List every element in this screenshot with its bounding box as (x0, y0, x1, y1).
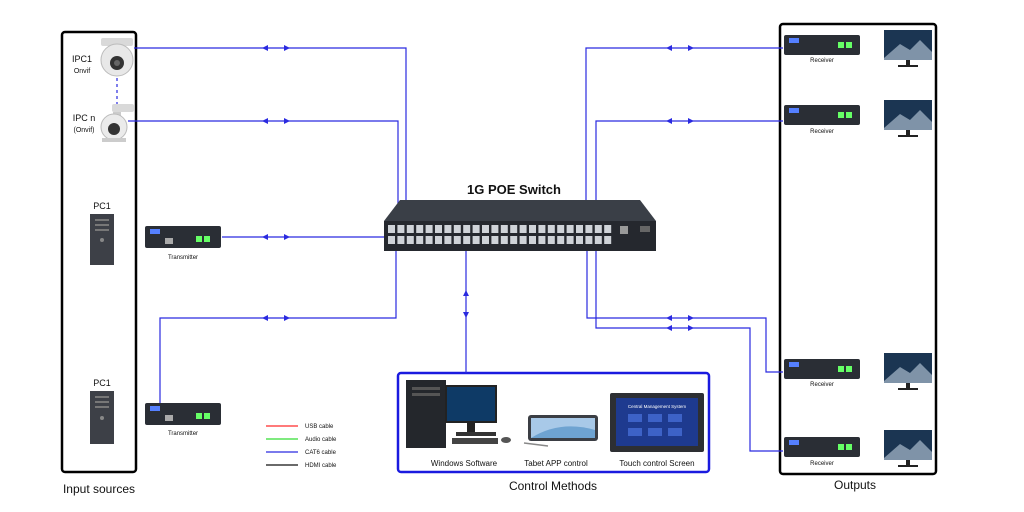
pc-top-label: PC1 (93, 201, 111, 211)
switch-port (453, 236, 461, 244)
switch-port (604, 225, 612, 233)
switch-port (416, 225, 424, 233)
switch-port (435, 236, 442, 244)
monitor-3-icon (884, 353, 932, 390)
switch-port (604, 236, 612, 244)
switch-port (463, 225, 471, 233)
switch-port (406, 236, 414, 244)
switch-port (397, 236, 405, 244)
switch-port (576, 225, 583, 233)
tablet-icon (523, 415, 598, 447)
receiver-3-icon (784, 359, 860, 379)
switch-port (510, 225, 518, 233)
touch-screen-title: Central Management System (628, 404, 687, 409)
control-methods-frame (396, 371, 711, 474)
switch-port (397, 225, 405, 233)
switch-port (585, 236, 593, 244)
switch-port (519, 225, 527, 233)
transmitter-1-label: Transmitter (168, 255, 198, 261)
cat6-wiring (116, 47, 783, 452)
wire-arrows (262, 45, 694, 331)
touch-control-label: Touch control Screen (619, 459, 694, 468)
switch-port (557, 236, 565, 244)
switch-port (435, 225, 442, 233)
switch-title: 1G POE Switch (467, 182, 561, 197)
pc-bottom-label: PC1 (93, 378, 111, 388)
switch-port (538, 236, 546, 244)
switch-port (425, 236, 433, 244)
ipcn-camera-icon (100, 104, 134, 142)
ipcn-sub: (Onvif) (74, 127, 95, 134)
switch-port (500, 225, 508, 233)
switch-port (547, 225, 555, 233)
switch-port (500, 236, 508, 244)
transmitter-1-icon (145, 226, 221, 248)
switch-port (538, 225, 546, 233)
switch-port (519, 236, 527, 244)
switch-port (566, 236, 574, 244)
switch-port (388, 236, 395, 244)
receiver-3-label: Receiver (810, 382, 834, 388)
switch-port (529, 236, 536, 244)
receiver-2-icon (784, 105, 860, 125)
switch-port (547, 236, 555, 244)
legend-label: HDMI cable (305, 463, 337, 469)
pc-top-tower-icon (90, 214, 114, 265)
switch-port (491, 225, 499, 233)
switch-port (566, 225, 574, 233)
switch-port (472, 225, 480, 233)
legend-label: Audio cable (305, 437, 337, 443)
legend-label: CAT6 cable (305, 450, 337, 456)
switch-port (444, 225, 452, 233)
switch-port (482, 225, 489, 233)
ipc1-label: IPC1 (72, 54, 92, 64)
legend-label: USB cable (305, 424, 334, 430)
receiver-1-icon (784, 35, 860, 55)
switch-port (529, 225, 536, 233)
ipc1-camera-icon (100, 38, 134, 77)
touch-screen-icon (610, 393, 704, 452)
ipc1-sub: Onvif (74, 68, 90, 75)
switch-ports (388, 225, 612, 244)
switch-port (482, 236, 489, 244)
switch-port (463, 236, 471, 244)
receiver-4-icon (784, 437, 860, 457)
input-sources-frame (60, 30, 138, 474)
windows-software-label: Windows Software (431, 459, 498, 468)
windows-pc-icon (406, 380, 511, 448)
switch-port (557, 225, 565, 233)
control-methods-title: Control Methods (509, 479, 597, 493)
receiver-4-label: Receiver (810, 461, 834, 467)
switch-port (406, 225, 414, 233)
switch-port (491, 236, 499, 244)
tablet-app-label: Tabet APP control (524, 459, 588, 468)
pc-bottom-tower-icon (90, 391, 114, 444)
receiver-2-label: Receiver (810, 129, 834, 135)
switch-port (585, 225, 593, 233)
ipcn-label: IPC n (73, 113, 96, 123)
switch-port (416, 236, 424, 244)
outputs-title: Outputs (834, 478, 876, 492)
switch-port (444, 236, 452, 244)
receiver-1-label: Receiver (810, 58, 834, 64)
switch-port (453, 225, 461, 233)
monitor-2-icon (884, 100, 932, 137)
input-sources-title: Input sources (63, 482, 135, 496)
switch-port (594, 236, 602, 244)
poe-switch (384, 200, 656, 251)
switch-port (576, 236, 583, 244)
switch-port (510, 236, 518, 244)
outputs-frame (778, 22, 938, 476)
transmitter-2-icon (145, 403, 221, 425)
switch-port (594, 225, 602, 233)
switch-port (388, 225, 395, 233)
monitor-1-icon (884, 30, 932, 67)
monitor-4-icon (884, 430, 932, 467)
switch-port (472, 236, 480, 244)
transmitter-2-label: Transmitter (168, 431, 198, 437)
switch-port (425, 225, 433, 233)
